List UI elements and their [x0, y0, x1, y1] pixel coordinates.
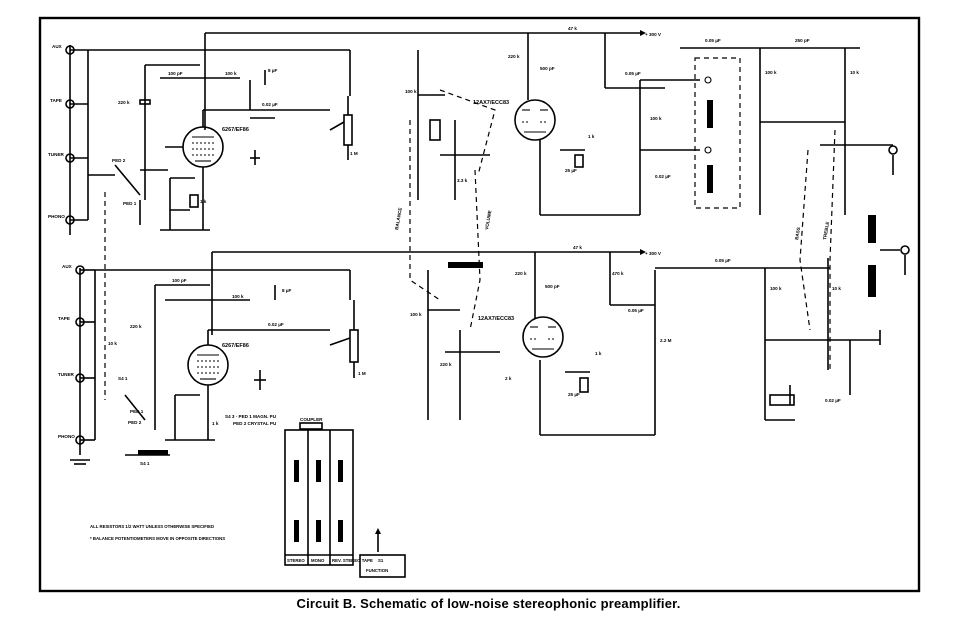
label-tube-upper-output: 12AX7/ECC83 [473, 100, 509, 106]
function-switch-id: S1 [378, 558, 384, 563]
supply-upper: + 300 V [645, 32, 662, 37]
label-tube-lower-output: 12AX7/ECC83 [478, 316, 514, 322]
label-tape-lower: TAPE [58, 316, 70, 321]
value-tone-c1-upper: 0.05 µF [625, 71, 641, 76]
value-r3-upper: 1 k [200, 199, 207, 204]
value-bal-r2-upper: 3.3 k [457, 178, 468, 183]
value-out-c2-upper: 250 pF [795, 38, 810, 43]
label-aux-lower: AUX [62, 264, 73, 269]
value-c3-upper: 8 µF [268, 68, 277, 73]
value-r1-lower: 220 k [130, 324, 142, 329]
volume-pot-lower [329, 300, 359, 378]
label-ped2-upper: PED 1 [123, 201, 137, 206]
label-phono-lower: PHONO [58, 434, 75, 439]
value-c3-lower: 8 µF [282, 288, 291, 293]
value-plate-r2-lower: 220 k [515, 271, 527, 276]
function-label: FUNCTION [366, 568, 388, 573]
value-cathode-lower: 1 k [595, 351, 602, 356]
coupler-title: COUPLER [300, 417, 323, 422]
label-tube-upper-input: 6267/EF86 [222, 127, 249, 133]
supply-lower: + 300 V [645, 251, 662, 256]
value-pot-lower: 1 M [358, 371, 366, 376]
label-ganged-balance: BALANCE [394, 207, 403, 230]
value-bal-r-lower: 100 k [410, 312, 422, 317]
label-tape-upper: TAPE [50, 98, 62, 103]
figure-caption: Circuit B. Schematic of low-noise stereo… [296, 596, 681, 611]
note-balance: * BALANCE POTENTIOMETERS MOVE IN OPPOSIT… [90, 536, 225, 541]
label-tuner-upper: TUNER [48, 152, 65, 157]
volume-pot-upper [329, 96, 353, 160]
value-r-lower-in: 10 k [108, 341, 117, 346]
value-c1-upper: 100 pF [168, 71, 183, 76]
value-plate-r-lower: 47 k [573, 245, 582, 250]
value-tone-r1-upper: 100 k [650, 116, 662, 121]
output-jack-upper [888, 145, 898, 155]
label-ped2-lower: PED 2 [128, 420, 142, 425]
value-tone-r1-lower: 2.2 M [660, 338, 672, 343]
value-cathode-upper: 1 k [588, 134, 595, 139]
note-resistors: ALL RESISTORS 1/2 WATT UNLESS OTHERWISE … [90, 524, 214, 529]
label-ganged-bass: BASS [794, 227, 801, 240]
value-c1-lower: 100 pF [172, 278, 187, 283]
label-s1-lower: S4 1 [118, 376, 128, 381]
value-plate-r-upper: 47 k [568, 26, 577, 31]
value-c2-upper: 0.02 µF [262, 102, 278, 107]
label-tuner-lower: TUNER [58, 372, 75, 377]
coupler-col-mono: MONO [311, 558, 325, 563]
value-c-upper-tube: 500 pF [540, 66, 555, 71]
tube-12ax7-upper [514, 99, 556, 141]
value-tone-c2-upper: 0.02 µF [655, 174, 671, 179]
value-bal-r2-lower: 220 k [440, 362, 452, 367]
label-phono-upper: PHONO [48, 214, 65, 219]
value-out-c2-lower: 0.02 µF [825, 398, 841, 403]
label-ped-lower: PED 1 [130, 409, 144, 414]
value-cathode-c-lower: 25 µF [568, 392, 580, 397]
label-aux-upper: AUX [52, 44, 63, 49]
value-tone-c1-lower: 0.05 µF [628, 308, 644, 313]
value-r2-upper: 100 k [225, 71, 237, 76]
value-c-lower-tube: 500 pF [545, 284, 560, 289]
tube-12ax7-lower [522, 316, 564, 358]
output-jack-lower [900, 245, 910, 255]
label-s1-bottom: S4 1 [140, 461, 150, 466]
tube-ef86-upper [182, 126, 224, 168]
coupler-box-upper [694, 57, 741, 209]
note-s1-ped2: PED 2 CRYSTAL PU [233, 421, 277, 426]
value-plate-r3-lower: 470 k [612, 271, 624, 276]
value-r3-lower: 1 k [212, 421, 219, 426]
tube-ef86-lower [187, 344, 229, 386]
value-out-c1-lower: 0.05 µF [715, 258, 731, 263]
value-pot-upper: 1 M [350, 151, 358, 156]
coupler-panel: COUPLER STEREO MONO REV. STEREO TAPE S1 … [284, 417, 406, 578]
coupler-col-stereo: STEREO [287, 558, 305, 563]
value-out-c1-upper: 0.05 µF [705, 38, 721, 43]
value-out-r2-upper: 10 k [850, 70, 859, 75]
coupler-col-rev: REV. STEREO TAPE [332, 558, 373, 563]
value-c2-lower: 0.02 µF [268, 322, 284, 327]
label-ped-upper: PED 2 [112, 158, 126, 163]
value-plate-r2-upper: 220 k [508, 54, 520, 59]
note-s1-ped1: S4 3 · PED 1 MAGN. PU [225, 414, 277, 419]
value-r-lower-2k: 2 k [505, 376, 512, 381]
upper-channel: AUX TAPE TUNER PHONO + 300 V PED 2 PED 1… [48, 26, 898, 400]
value-r2-lower: 100 k [232, 294, 244, 299]
lower-channel: AUX TAPE TUNER PHONO + 300 V 10 k S4 1 P… [58, 245, 910, 466]
value-cathode-c-upper: 25 µF [565, 168, 577, 173]
value-out-r2-lower: 10 k [832, 286, 841, 291]
value-out-r1-lower: 100 k [770, 286, 782, 291]
label-ganged-treble: TREBLE [822, 221, 830, 240]
value-r1-upper: 220 k [118, 100, 130, 105]
label-tube-lower-input: 6267/EF86 [222, 343, 249, 349]
value-out-r1-upper: 100 k [765, 70, 777, 75]
value-bal-r-upper: 100 k [405, 89, 417, 94]
label-ganged-volume: VOLUME [484, 210, 492, 230]
diagram-border [38, 16, 921, 593]
